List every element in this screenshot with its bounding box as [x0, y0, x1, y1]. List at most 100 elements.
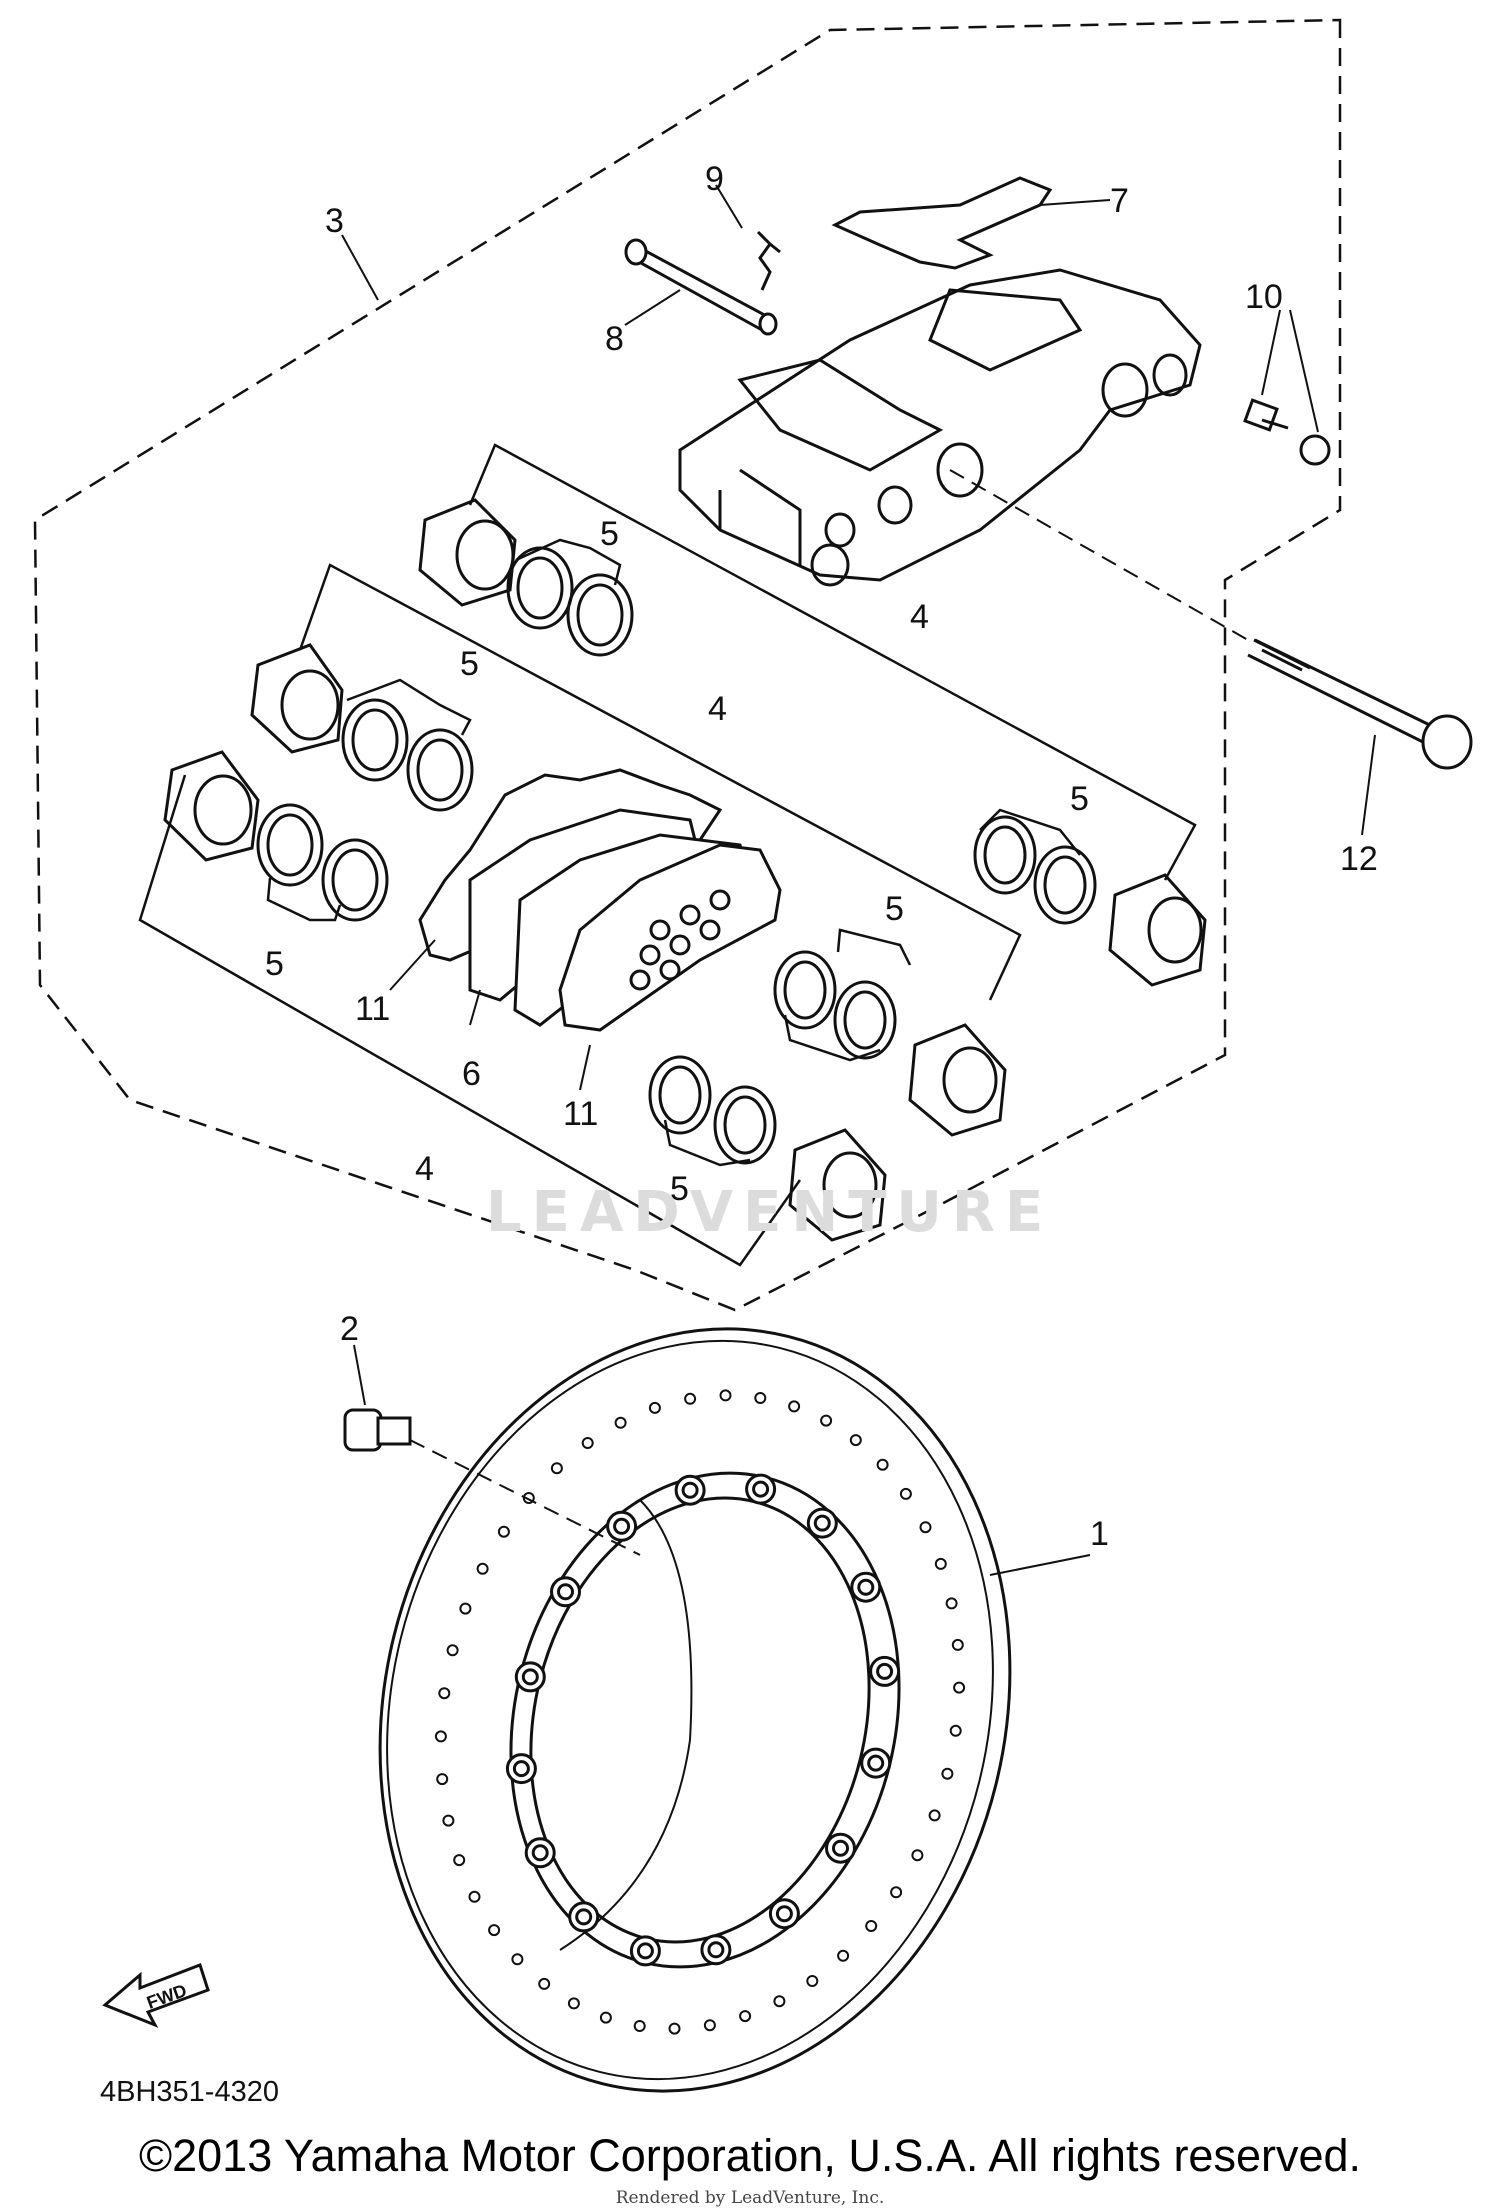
disc-floating-button-center	[575, 1908, 593, 1926]
disc-floating-button-center	[521, 1668, 539, 1686]
watermark: LEADVENTURE	[486, 1180, 1054, 1245]
copyright-notice: ©2013 Yamaha Motor Corporation, U.S.A. A…	[138, 2130, 1362, 2181]
disc-floating-button-center	[867, 1754, 885, 1772]
piston-5	[908, 1023, 1007, 1137]
disc-hole	[719, 1389, 732, 1402]
callout-6: 6	[462, 1055, 481, 1093]
disc-hole	[453, 1854, 466, 1867]
disc-floating-button-center	[557, 1583, 574, 1601]
disc-hole	[550, 1462, 563, 1475]
disc-floating-button-center	[775, 1905, 793, 1923]
seal-pair-e	[773, 950, 897, 1060]
disc-hole	[919, 1521, 932, 1534]
callout-5a: 5	[600, 515, 619, 553]
disc-floating-button-center	[512, 1760, 530, 1778]
disc-hole	[703, 2019, 716, 2032]
seal-pair-f	[648, 1055, 777, 1165]
callout-leaders	[341, 184, 1376, 1576]
disc-hole	[911, 1849, 924, 1862]
disc-hole	[934, 1557, 947, 1570]
callout-12: 12	[1340, 840, 1378, 878]
piston-6	[788, 1128, 887, 1242]
disc-hole	[941, 1767, 954, 1780]
disc-hole	[951, 1638, 964, 1651]
brake-pads-and-shims	[418, 768, 782, 1032]
disc-hole	[928, 1809, 941, 1822]
bleed-screw-part-10	[1243, 398, 1331, 466]
disc-hole	[436, 1773, 449, 1786]
caliper-body	[678, 268, 1202, 587]
diagram-code: 4BH351-4320	[100, 2076, 279, 2108]
mounting-bolt-part-12	[1247, 638, 1473, 770]
bolt-leader-dashed	[949, 469, 1249, 641]
disc-floating-button-center	[857, 1578, 875, 1596]
disc-hole	[890, 1886, 903, 1899]
disc-hole	[949, 1724, 962, 1737]
disc-floating-button-center	[531, 1844, 549, 1862]
disc-hole	[497, 1525, 510, 1538]
pin-clip-part-9	[756, 230, 781, 291]
caliper-assembly-boundary	[33, 18, 1342, 1312]
fwd-direction-arrow: FWD	[102, 1963, 210, 2028]
disc-hole	[599, 2011, 612, 2024]
disc-hole	[773, 1995, 786, 2008]
disc-hole	[438, 1687, 451, 1700]
disc-hole	[739, 2010, 752, 2023]
disc-floating-button-center	[832, 1839, 849, 1857]
disc-hole	[806, 1975, 819, 1987]
disc-hole	[945, 1597, 958, 1610]
callout-11a: 11	[355, 990, 390, 1028]
disc-floating-button-center	[876, 1662, 894, 1680]
pistons	[163, 498, 1207, 1242]
disc-floating-button-center	[752, 1480, 770, 1498]
disc-bolt-part-2	[343, 1408, 412, 1452]
disc-hole	[459, 1602, 472, 1615]
callout-7: 7	[1110, 182, 1129, 220]
disc-hole	[581, 1437, 594, 1449]
disc-floating-button-center	[613, 1517, 631, 1535]
disc-hole	[849, 1434, 862, 1447]
disc-hole	[754, 1392, 767, 1404]
piston-4	[1108, 873, 1207, 987]
callout-5b: 5	[460, 645, 479, 683]
callout-4c: 4	[415, 1150, 434, 1188]
disc-hole	[820, 1414, 833, 1427]
disc-floating-button-center	[636, 1942, 654, 1960]
disc-hole	[614, 1416, 627, 1429]
callout-2: 2	[340, 1310, 359, 1348]
callout-3: 3	[325, 202, 344, 240]
callout-4b: 4	[708, 690, 727, 728]
callout-10: 10	[1245, 278, 1283, 316]
disc-hole	[953, 1681, 966, 1694]
disc-hole	[837, 1949, 850, 1962]
seal-pair-a	[506, 546, 634, 657]
piston-2	[250, 643, 344, 754]
callout-numbers: 1 2 3 4 4 4 5 5 5 5 5 5 6 7 8 9 10 11 11…	[265, 160, 1378, 1553]
callout-5e: 5	[885, 890, 904, 928]
disc-hole	[648, 1401, 661, 1414]
disc-floating-buttons	[505, 1473, 901, 1967]
disc-hole	[865, 1920, 878, 1932]
disc-hole	[488, 1924, 501, 1937]
pad-spring-part-7	[831, 176, 1053, 270]
callout-5d: 5	[1070, 780, 1089, 818]
disc-hole	[876, 1458, 889, 1471]
seal-pair-c	[256, 803, 389, 922]
seal-pair-d	[973, 815, 1097, 925]
disc-hole	[788, 1400, 801, 1413]
piston-3	[163, 750, 260, 862]
disc-floating-button-center	[681, 1481, 699, 1499]
disc-hole	[538, 1977, 551, 1990]
callout-8: 8	[605, 320, 624, 358]
callout-1: 1	[1090, 1515, 1109, 1553]
disc-floating-button-center	[813, 1514, 831, 1532]
pad-pin-part-8	[624, 238, 778, 336]
disc-hole	[567, 1997, 580, 2010]
disc-hole	[442, 1814, 455, 1827]
disc-hole	[668, 2022, 681, 2035]
disc-hole	[446, 1644, 459, 1657]
group-brackets	[138, 443, 1197, 1267]
disc-drilled-holes	[434, 1389, 966, 2035]
callout-5f: 5	[670, 1170, 689, 1208]
